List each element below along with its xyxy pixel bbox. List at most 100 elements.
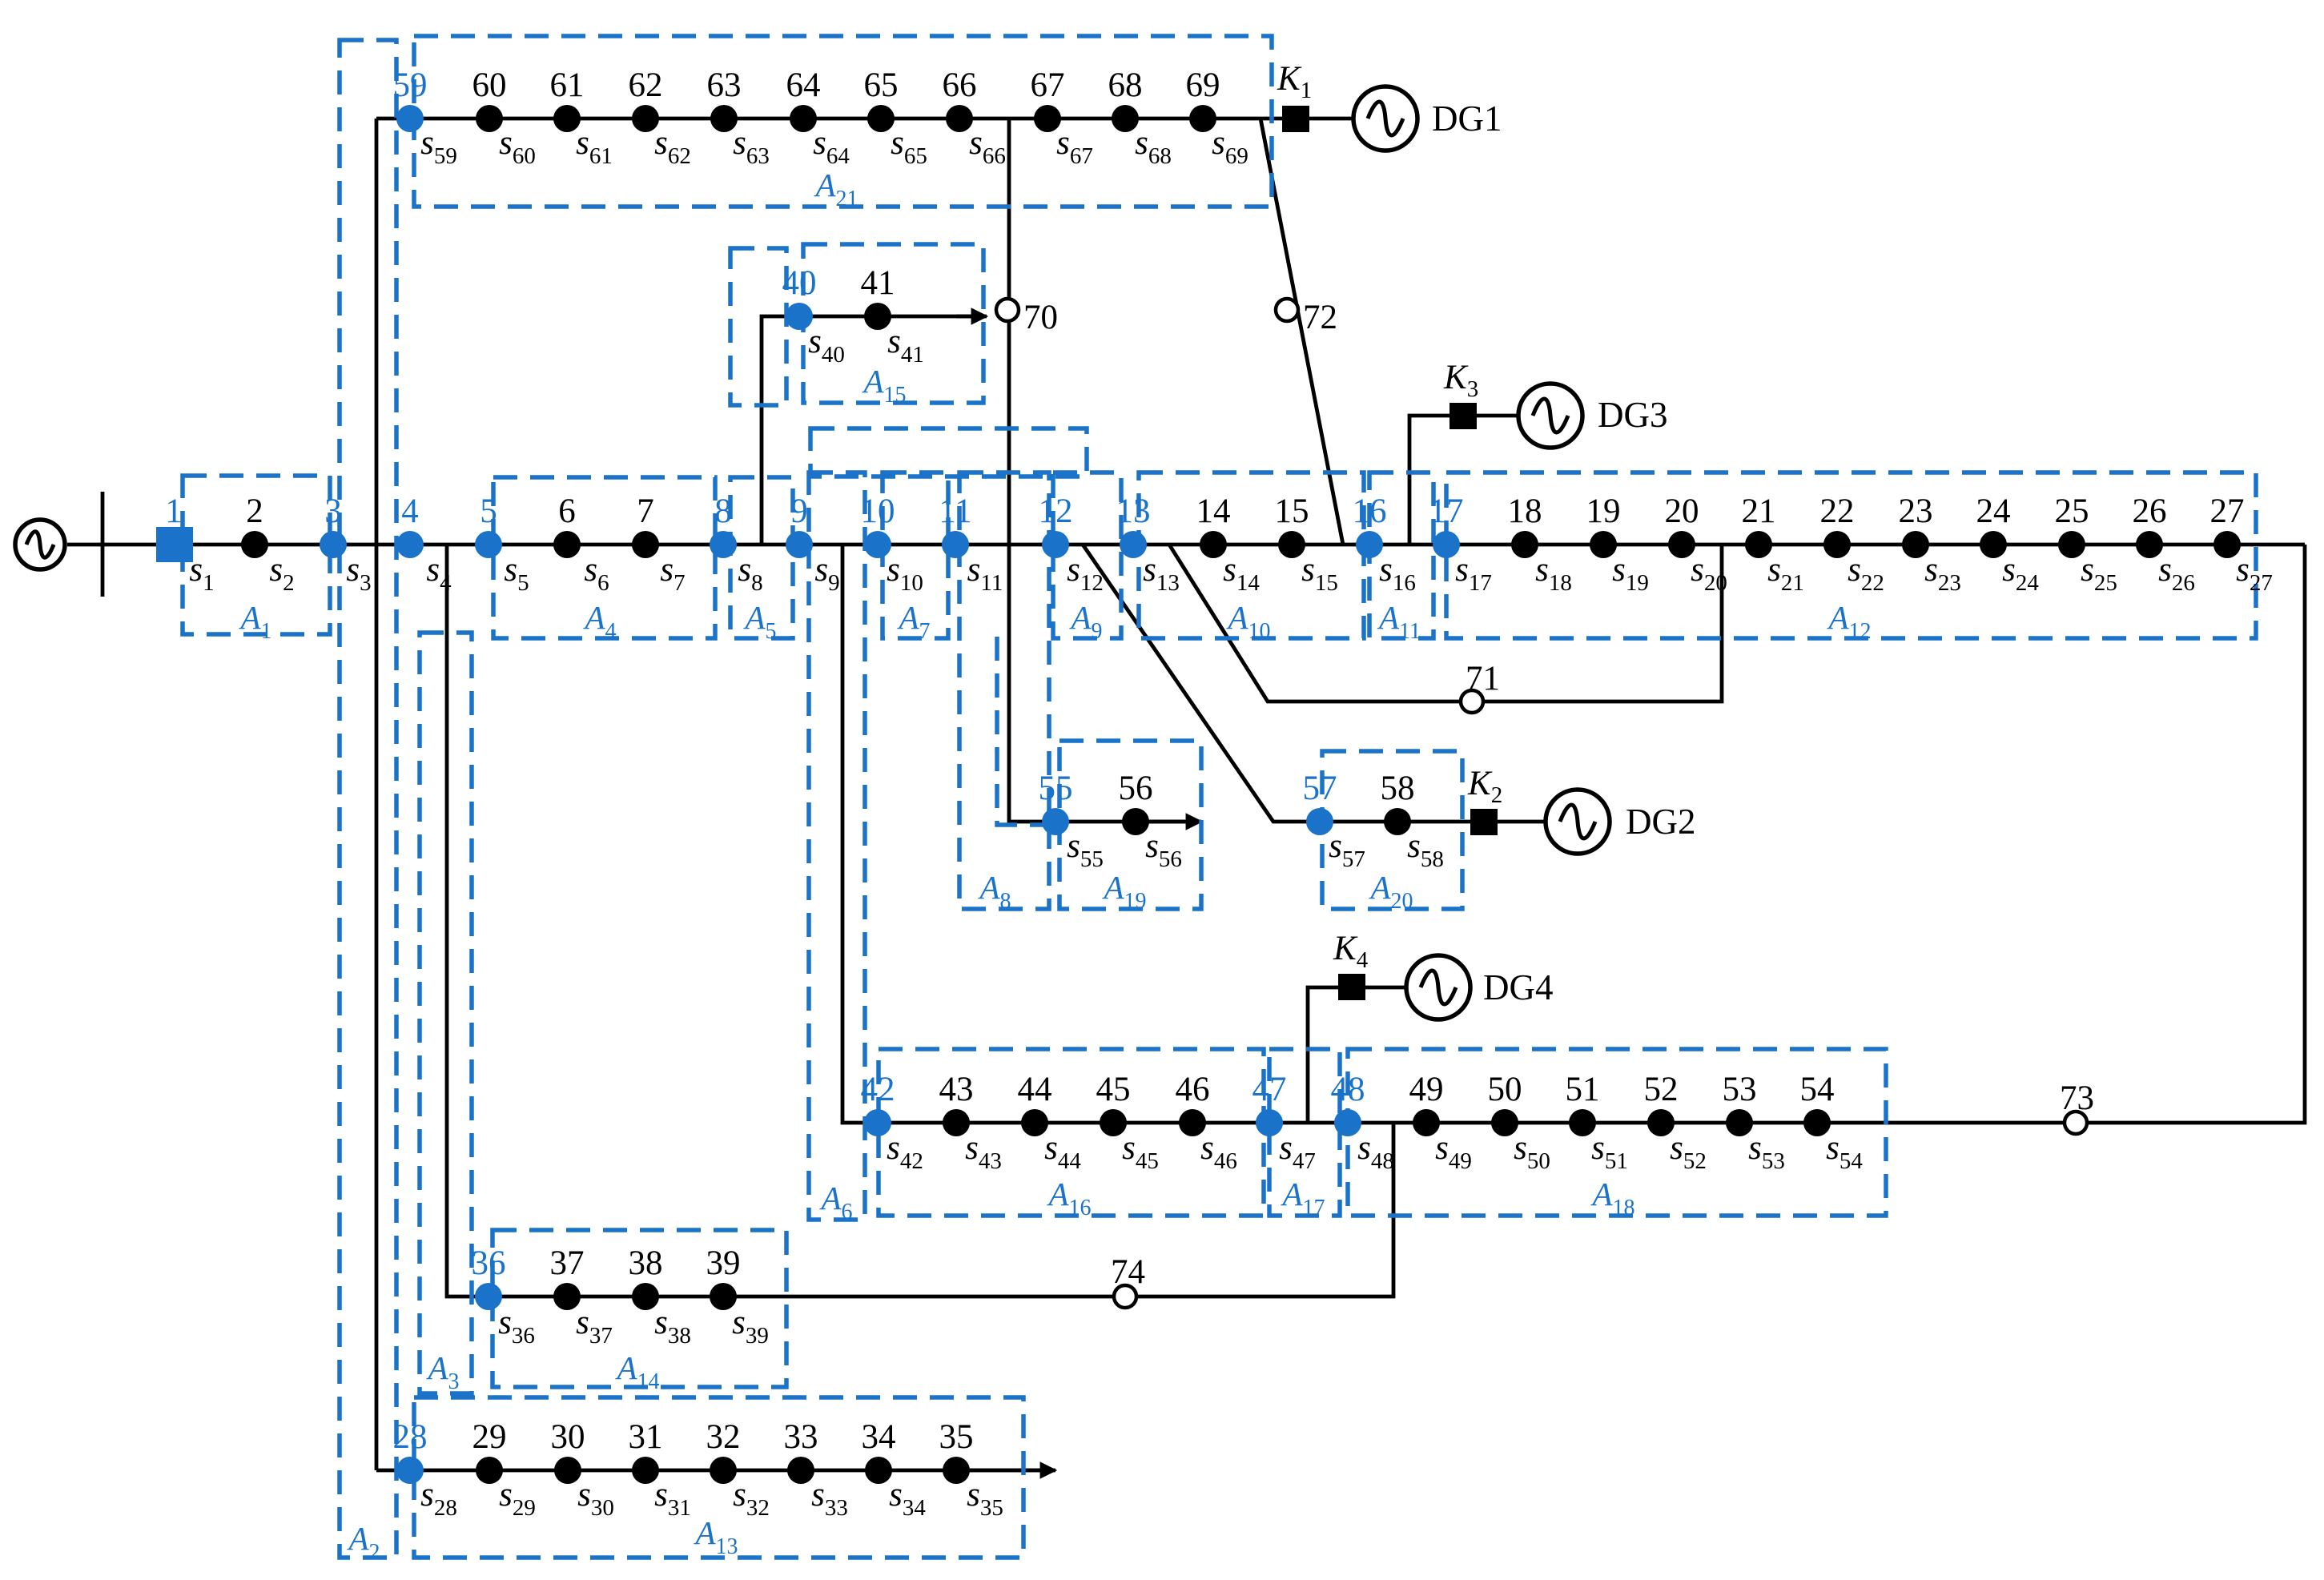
section-index: 56 [1159,846,1182,872]
area-label: A20 [1368,869,1413,914]
section-letter: s [738,551,751,589]
section-index: 60 [513,143,536,169]
section-index: 53 [1762,1148,1785,1174]
section-letter: s [660,551,673,589]
area-label: A4 [582,599,616,644]
section-letter: s [813,124,826,162]
section-index: 6 [597,570,609,596]
area-index: 10 [1248,619,1271,644]
area-box [1136,470,1366,641]
node-label: 21 [1742,492,1776,530]
section-letter: s [1826,1129,1839,1167]
section-letter: s [732,1304,746,1341]
section-label: s20 [1691,551,1727,596]
area-label: A19 [1101,869,1146,914]
bus-node [1823,531,1851,558]
area-index: 18 [1613,1196,1635,1220]
area-letter: A [1377,599,1400,636]
area-index: 21 [836,187,858,211]
section-letter: s [2081,551,2094,589]
area-index: 5 [766,619,777,644]
bus-node [475,531,502,558]
bus-node [553,1283,581,1310]
node-label: 58 [1381,770,1415,807]
source-icon [13,517,67,572]
section-letter: s [499,1476,513,1514]
section-letter: s [504,551,517,589]
switch-letter: K [1333,930,1358,967]
bus-node [1726,1109,1753,1136]
switch-letter: K [1443,359,1469,396]
section-letter: s [1044,1129,1058,1167]
section-label: s4 [426,551,452,596]
section-label: s61 [576,124,613,169]
switch-index: 1 [1301,78,1313,103]
section-label: s64 [813,124,850,169]
bus-node [1433,531,1460,558]
section-label: s39 [732,1304,769,1349]
node-label: 2 [246,492,263,530]
switch-index: 3 [1467,376,1479,402]
node-label: 39 [706,1244,741,1282]
bus-node [632,1283,659,1310]
section-index: 33 [825,1495,848,1521]
area-box [491,475,718,641]
section-label: s62 [654,124,691,169]
section-letter: s [1067,551,1080,589]
area-label: A7 [896,599,930,644]
node-label: 19 [1586,492,1621,530]
area-index: 14 [637,1369,660,1394]
node-label: 70 [1023,299,1058,336]
section-label: s46 [1200,1129,1237,1174]
node-label: 65 [864,66,899,104]
node-label: 47 [1252,1071,1287,1108]
area-letter: A [238,599,261,636]
node-label: 55 [1039,770,1073,807]
section-index: 13 [1156,570,1180,596]
bus-node [1902,531,1929,558]
area-label: A2 [346,1520,380,1565]
bus-node [1256,1109,1283,1136]
bus-node [241,531,268,558]
area-letter: A [1046,1176,1069,1212]
section-index: 35 [980,1495,1003,1521]
section-label: s11 [967,551,1003,596]
area-index: 2 [369,1540,380,1565]
node-label: 15 [1275,492,1309,530]
section-index: 25 [2094,570,2117,596]
bus-node [1306,808,1333,835]
node-label: 10 [861,492,895,530]
switch-index: 4 [1357,947,1369,973]
node-label: 49 [1409,1071,1444,1108]
bus-node [476,105,503,132]
area-letter: A [693,1514,716,1551]
feeder-line [1167,543,1724,704]
section-letter: s [887,551,900,589]
section-letter: s [1435,1129,1449,1167]
area-box [1444,470,2258,641]
open-tie-node [1458,688,1486,715]
section-label: s60 [499,124,536,169]
section-letter: s [1143,551,1156,589]
area-boxes [180,34,2258,1560]
section-letter: s [420,1476,434,1514]
node-label: 17 [1429,492,1464,530]
section-label: s3 [346,551,371,596]
section-label: s52 [1670,1129,1707,1174]
section-letter: s [1223,551,1236,589]
section-index: 28 [434,1495,457,1521]
section-label: s6 [584,551,609,596]
section-letter: s [1748,1129,1762,1167]
node-label: 22 [1820,492,1855,530]
section-index: 31 [668,1495,691,1521]
bus-nodes [241,105,2241,1484]
section-letter: s [1535,551,1549,589]
area-box [337,38,399,1560]
bus-node [632,531,659,558]
area-index: 4 [605,619,617,644]
section-letter: s [1848,551,1861,589]
section-index: 40 [822,342,845,368]
node-label: 52 [1644,1071,1679,1108]
section-label: s26 [2158,551,2195,596]
